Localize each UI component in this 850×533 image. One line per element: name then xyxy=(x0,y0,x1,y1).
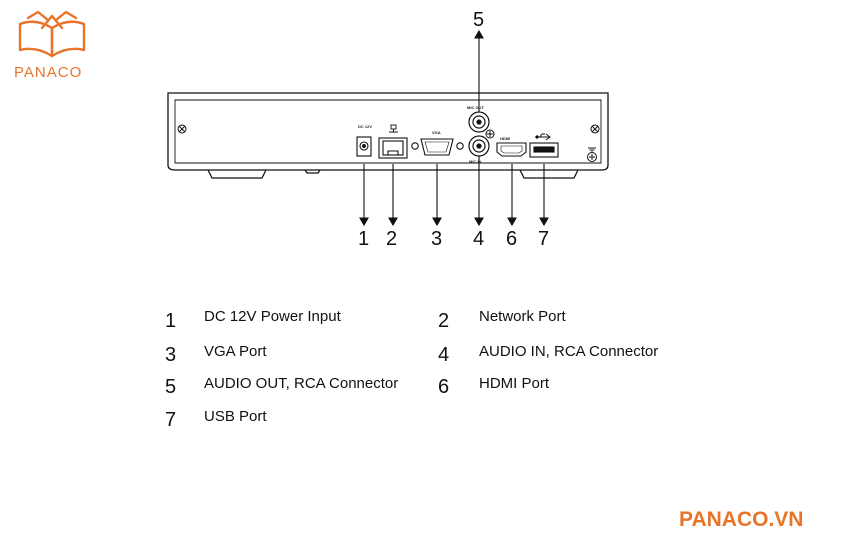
dc-label: DC 12V xyxy=(358,124,372,129)
screw-icon xyxy=(177,124,600,134)
callout-number: 1 xyxy=(358,228,369,250)
callout-number: 4 xyxy=(473,228,484,250)
mic-in-label: MIC IN xyxy=(469,159,482,164)
network-port xyxy=(378,137,408,159)
network-port-icon xyxy=(389,124,398,133)
ground-icon xyxy=(485,129,495,139)
mic-out-label: MIC OUT xyxy=(467,105,484,110)
foot-right xyxy=(519,169,579,179)
ground-icon xyxy=(587,147,597,162)
footer-brand: PANACO.VN xyxy=(679,508,804,531)
callout-number: 2 xyxy=(386,228,397,250)
callout-number: 3 xyxy=(431,228,442,250)
callout-number: 6 xyxy=(506,228,517,250)
vga-port xyxy=(411,138,464,156)
dc-power-port xyxy=(356,136,372,157)
audio-in-rca xyxy=(468,135,490,157)
hdmi-port xyxy=(496,142,527,157)
callout-number: 7 xyxy=(538,228,549,250)
foot-left xyxy=(207,169,267,179)
usb-icon xyxy=(535,133,551,141)
chassis-outline xyxy=(167,92,609,171)
logo-text: PANACO xyxy=(14,64,83,81)
audio-out-rca xyxy=(468,111,490,133)
callout-number: 5 xyxy=(473,9,484,31)
book-logo-icon xyxy=(18,10,86,58)
hdmi-label: HDMI xyxy=(500,136,510,141)
vga-label: VGA xyxy=(432,130,441,135)
usb-port xyxy=(529,142,559,158)
